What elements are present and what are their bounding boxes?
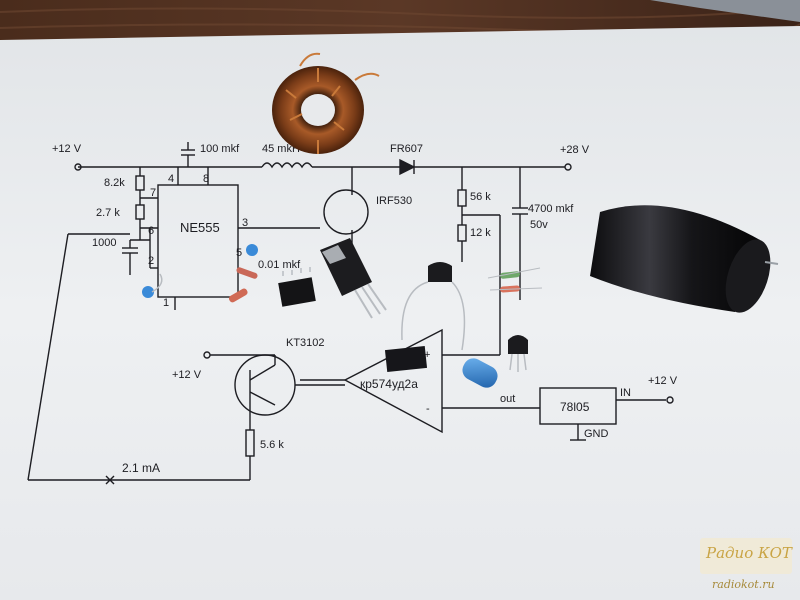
label-opamp-minus: - <box>426 403 430 415</box>
label-5k6: 5.6 k <box>260 439 284 451</box>
label-56k: 56 k <box>470 191 491 203</box>
toroid-inductor <box>272 52 380 154</box>
label-12k: 12 k <box>470 227 491 239</box>
label-1000: 1000 <box>92 237 116 249</box>
label-28v: +28 V <box>560 144 590 156</box>
label-opamp: кр574уд2а <box>360 377 418 391</box>
paper-sheet <box>0 26 800 600</box>
label-001mkf: 0.01 mkf <box>258 259 301 271</box>
small-blue-capacitor <box>462 358 498 388</box>
label-pin8: 8 <box>203 173 209 185</box>
label-ne555: NE555 <box>180 220 220 235</box>
label-8k2: 8.2k <box>104 177 125 189</box>
label-in: IN <box>620 387 631 399</box>
watermark-line2: radiokot.ru <box>712 578 775 591</box>
label-pin1: 1 <box>163 297 169 309</box>
label-2k7: 2.7 k <box>96 207 120 219</box>
ceramic-capacitors <box>142 244 258 298</box>
ne555-chip <box>278 267 316 307</box>
label-opamp-plus: + <box>424 349 430 361</box>
radiokot-watermark: Радио КОТ radiokot.ru <box>700 538 793 591</box>
irf530-transistor <box>320 238 387 319</box>
label-12v-right: +12 V <box>648 375 678 387</box>
label-78l05: 78l05 <box>560 400 590 414</box>
label-out: out <box>500 393 515 405</box>
label-pin4: 4 <box>168 173 174 185</box>
label-kt3102: KT3102 <box>286 337 325 349</box>
label-irf530: IRF530 <box>376 195 412 207</box>
label-gnd: GND <box>584 428 609 440</box>
label-21ma: 2.1 mA <box>122 461 160 475</box>
label-45mkh: 45 mkH <box>262 143 300 155</box>
watermark-line1: Радио КОТ <box>705 544 793 562</box>
label-pin6: 6 <box>148 225 154 237</box>
label-100mkf: 100 mkf <box>200 143 240 155</box>
label-12v-mid: +12 V <box>172 369 202 381</box>
label-50v: 50v <box>530 219 548 231</box>
label-pin7: 7 <box>150 187 156 199</box>
label-4700mkf: 4700 mkf <box>528 203 574 215</box>
electrolytic-capacitor <box>590 205 779 313</box>
small-resistors <box>228 267 543 303</box>
label-pin3: 3 <box>242 217 248 229</box>
metal-corner <box>650 0 800 22</box>
to92-transistor <box>508 335 528 372</box>
label-12v-top: +12 V <box>52 143 82 155</box>
schematic-labels: +12 V 100 mkf 8.2k 2.7 k 1000 NE555 4 8 … <box>52 143 678 475</box>
label-fr607: FR607 <box>390 143 423 155</box>
schematic-wires <box>27 142 674 485</box>
looped-wire-transistor <box>401 262 466 351</box>
opamp-chip <box>384 345 428 373</box>
label-pin2: 2 <box>148 255 154 267</box>
label-pin5: 5 <box>236 247 242 259</box>
